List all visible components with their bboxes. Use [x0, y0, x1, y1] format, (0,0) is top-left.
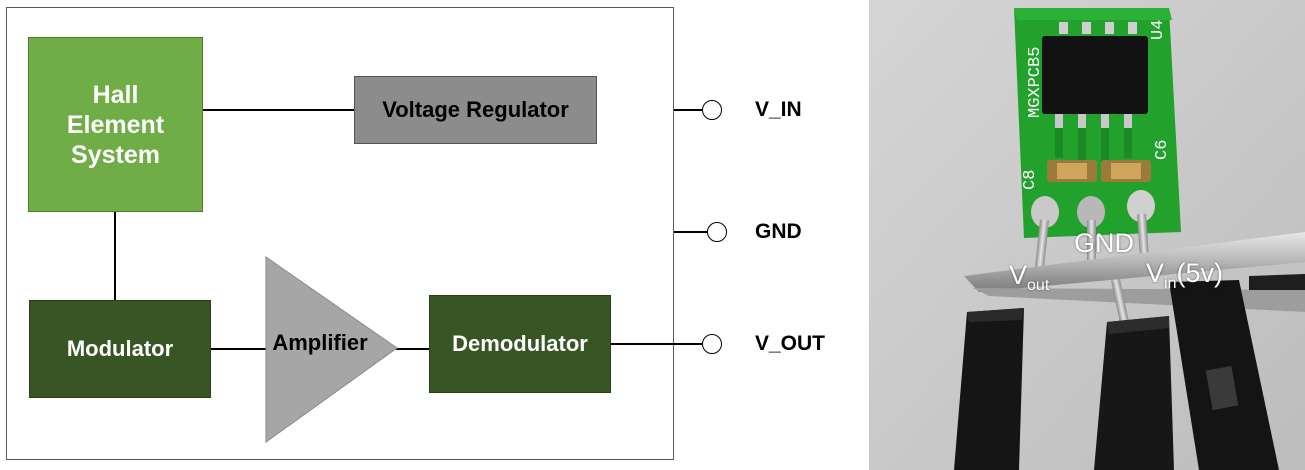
photo-illustration: MGXPCB5 U4 C8 C6: [869, 0, 1305, 470]
gnd-pin-circle: [707, 222, 727, 242]
pcb-board-code: MGXPCB5: [1026, 47, 1045, 118]
wire-vin-stub: [674, 109, 702, 111]
jumper-right: [1094, 280, 1279, 470]
amplifier-label: Amplifier: [272, 330, 368, 355]
photo-vin-label: Vin(5v): [1146, 258, 1223, 293]
hall-element-system-block: Hall Element System: [28, 37, 203, 212]
pcb-cap-left: C8: [1021, 170, 1040, 190]
vout-main: V: [1009, 260, 1028, 290]
pcb-chip-code: U4: [1149, 20, 1168, 40]
voltage-regulator-block: Voltage Regulator: [354, 76, 597, 144]
wire-hall-to-modulator: [114, 212, 116, 300]
jumper-left: [954, 278, 1131, 470]
vout-pin-circle: [702, 334, 722, 354]
wire-demodulator-to-vout: [611, 343, 702, 345]
vin-suffix: (5v): [1176, 258, 1223, 288]
pcb-board: [1014, 8, 1181, 238]
sensor-board-photo: MGXPCB5 U4 C8 C6 GND Vout Vin(5v): [869, 0, 1305, 470]
gnd-pin-label: GND: [755, 220, 802, 243]
vin-sub: in: [1164, 275, 1177, 292]
vin-pin-circle: [702, 100, 722, 120]
vin-main: V: [1146, 258, 1165, 288]
vout-sub: out: [1027, 277, 1050, 294]
wire-hall-to-regulator: [203, 109, 354, 111]
demodulator-block: Demodulator: [429, 295, 611, 393]
amplifier-triangle: [265, 256, 398, 443]
wire-gnd-stub: [674, 231, 707, 233]
block-diagram: Hall Element System Voltage Regulator Mo…: [6, 7, 826, 460]
photo-vout-label: Vout: [1009, 260, 1049, 295]
modulator-block: Modulator: [29, 300, 211, 398]
pcb-cap-right: C6: [1153, 140, 1172, 160]
vin-pin-label: V_IN: [755, 98, 802, 121]
photo-gnd-label: GND: [1074, 228, 1134, 258]
wire-modulator-to-amplifier: [211, 348, 267, 350]
wire-amplifier-to-demodulator: [396, 348, 429, 350]
vout-pin-label: V_OUT: [755, 332, 826, 355]
